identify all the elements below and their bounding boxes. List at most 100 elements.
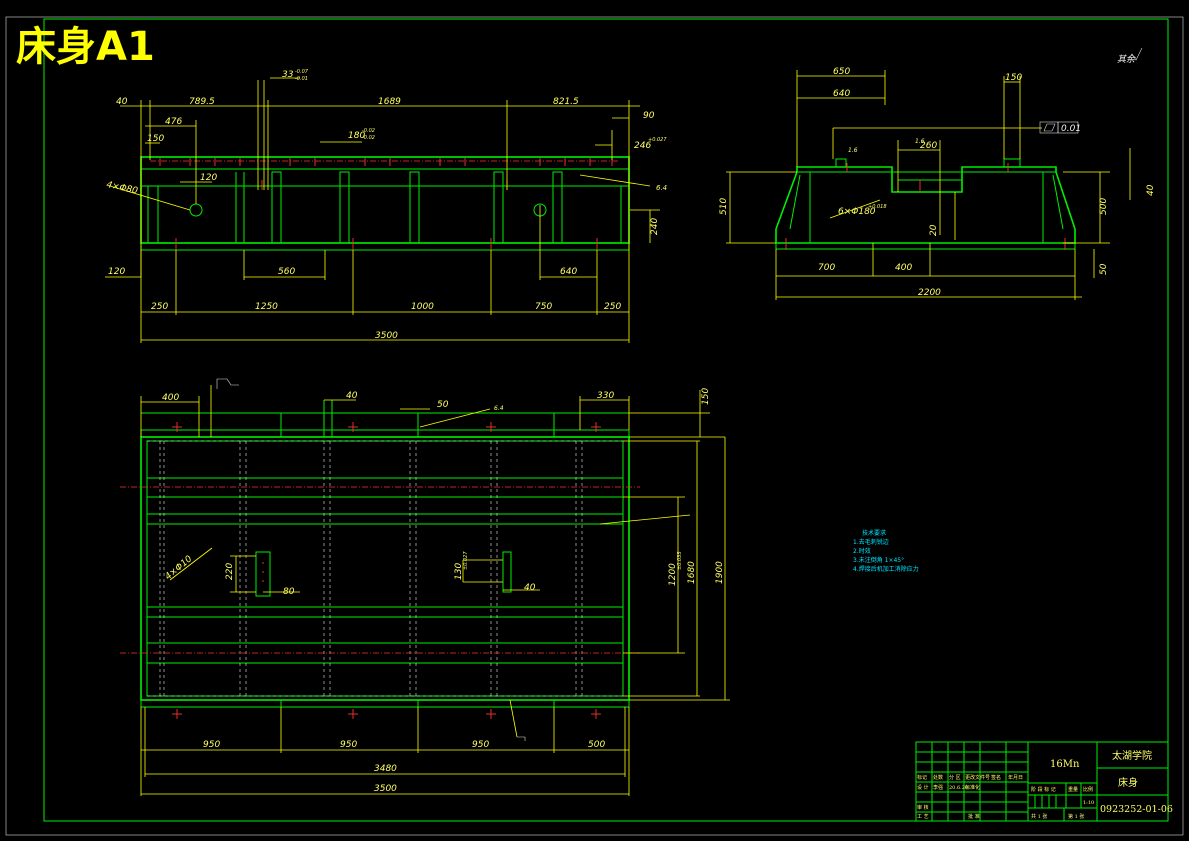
tech-item-1: 1.去毛刺锐边 xyxy=(853,538,889,546)
plan-dim-130: 130 xyxy=(454,563,464,580)
front-dim-150: 150 xyxy=(147,134,164,144)
drawing-number: 0923252-01-06 xyxy=(1100,804,1173,815)
side-dim-700: 700 xyxy=(818,263,835,273)
side-flatness: 0.01 xyxy=(1061,124,1081,134)
outer-border xyxy=(5,16,1184,836)
side-holes-tol: +0.018 xyxy=(868,204,887,210)
tb-r0-e: 签名 xyxy=(991,774,1001,781)
plan-dim-950b: 950 xyxy=(340,740,357,750)
tech-item-2: 2.时效 xyxy=(853,547,871,555)
side-dim-260: 260 xyxy=(920,141,937,151)
stage-label-1: 阶 段 标 记 xyxy=(1031,786,1056,793)
plan-dim-1200: 1200 xyxy=(668,563,678,586)
plan-holes: 4×Φ10 xyxy=(164,554,195,582)
front-dim-250a: 250 xyxy=(151,302,168,312)
tb-r0-c: 分 区 xyxy=(949,774,961,781)
side-dim-510: 510 xyxy=(719,198,729,215)
front-dim-90: 90 xyxy=(643,111,655,121)
inner-frame xyxy=(43,18,1169,822)
plan-view: 400 40 50 330 150 4×Φ10 220 80 130 ±0.02… xyxy=(120,378,730,796)
side-holes: 6×Φ180 xyxy=(838,207,876,217)
plan-dim-50: 50 xyxy=(437,400,449,410)
part-name: 床身 xyxy=(1118,776,1138,789)
front-dim-240: 240 xyxy=(650,218,660,235)
tb-r0-a: 标记 xyxy=(917,774,927,781)
front-dim-3500: 3500 xyxy=(375,331,398,341)
front-dim-1000: 1000 xyxy=(411,302,434,312)
side-dim-150: 150 xyxy=(1005,73,1022,83)
front-dim-789-5: 789.5 xyxy=(189,97,215,107)
plan-dim-330: 330 xyxy=(597,391,614,401)
plan-dim-150: 150 xyxy=(701,388,711,405)
side-rough-2: 1.6 xyxy=(915,138,925,145)
tb-r0-f: 年月日 xyxy=(1008,774,1023,781)
plan-dim-1680: 1680 xyxy=(687,561,697,584)
sheet-current: 第 1 张 xyxy=(1068,813,1084,820)
tb-r3-d: 批 准 xyxy=(968,813,980,820)
scale-value: 1:10 xyxy=(1083,800,1094,806)
front-dim-1250: 1250 xyxy=(255,302,278,312)
front-dim-640: 640 xyxy=(560,267,577,277)
tech-item-3: 3.未注倒角 1×45° xyxy=(853,556,904,564)
general-roughness-note: 其余 xyxy=(1117,47,1143,65)
side-dim-20: 20 xyxy=(929,224,939,236)
side-dim-40: 40 xyxy=(1146,184,1156,196)
stage-label-3: 比例 xyxy=(1083,786,1093,793)
front-dim-750: 750 xyxy=(535,302,552,312)
front-dim-33: 33 xyxy=(282,70,294,80)
sheet-label: 床身A1 xyxy=(16,24,155,70)
tech-heading: 技术要求 xyxy=(862,529,886,537)
school-name: 太湖学院 xyxy=(1112,749,1152,762)
tb-r1-a: 设 计 xyxy=(917,784,929,791)
tech-requirements: 技术要求 1.去毛刺锐边 2.时效 3.未注倒角 1×45° 4.焊接后机加工消… xyxy=(853,529,919,573)
front-rough: 6.4 xyxy=(656,184,667,192)
front-dim-180-tol-lo: -0.02 xyxy=(362,135,375,141)
plan-dim-1900: 1900 xyxy=(715,561,725,584)
front-dim-40: 40 xyxy=(116,97,128,107)
plan-dim-500: 500 xyxy=(588,740,605,750)
tb-r1-c: 20.6.20 xyxy=(949,785,968,791)
front-dim-560: 560 xyxy=(278,267,295,277)
plan-dim-3500: 3500 xyxy=(374,784,397,794)
front-dim-250b: 250 xyxy=(604,302,621,312)
side-dim-400: 400 xyxy=(895,263,912,273)
front-dim-hole: 4×Φ80 xyxy=(105,180,138,196)
front-dim-120a: 120 xyxy=(200,173,217,183)
plan-rough: 6.4 xyxy=(494,405,504,412)
plan-dim-1200-tol: ±0.035 xyxy=(677,551,683,570)
side-dim-2200: 2200 xyxy=(918,288,941,298)
front-dim-476: 476 xyxy=(165,117,182,127)
front-dim-33-tol-up: -0.07 xyxy=(295,69,309,75)
plan-dim-80: 80 xyxy=(283,587,295,597)
front-dim-1689: 1689 xyxy=(378,97,401,107)
plan-dim-950c: 950 xyxy=(472,740,489,750)
title-block: 16Mn 太湖学院 床身 0923252-01-06 阶 段 标 记 重量 比例… xyxy=(915,741,1173,822)
tb-r1-b: 李强 xyxy=(933,784,943,791)
tb-r3-a: 工 艺 xyxy=(917,814,929,820)
front-dim-33-tol-lo: -0.01 xyxy=(295,76,308,82)
side-rough-1: 1.6 xyxy=(848,147,858,154)
side-dim-650: 650 xyxy=(833,67,850,77)
front-dim-246-tol: +0.027 xyxy=(648,137,667,143)
plan-dim-220: 220 xyxy=(225,563,235,580)
plan-dim-40b: 40 xyxy=(524,583,536,593)
front-dim-180-tol-up: -0.02 xyxy=(362,128,375,134)
plan-dim-950a: 950 xyxy=(203,740,220,750)
tb-r0-b: 处数 xyxy=(933,774,943,781)
plan-dim-400: 400 xyxy=(162,393,179,403)
front-dim-246: 246 xyxy=(634,141,651,151)
side-dim-500: 500 xyxy=(1099,198,1109,215)
side-dim-50: 50 xyxy=(1099,263,1109,275)
tech-item-4: 4.焊接后机加工消除应力 xyxy=(853,565,919,573)
material: 16Mn xyxy=(1050,759,1080,770)
tb-r1-d: 标准化 xyxy=(965,784,980,791)
plan-dim-130-tol: ±0.027 xyxy=(463,551,469,570)
front-dim-821-5: 821.5 xyxy=(553,97,579,107)
front-dim-120b: 120 xyxy=(108,267,125,277)
side-view: 650 640 150 0.01 260 510 500 40 6×Φ180 +… xyxy=(719,67,1156,300)
svg-text:其余: 其余 xyxy=(1117,54,1136,65)
plan-dim-40: 40 xyxy=(346,391,358,401)
sheet-total: 共 1 张 xyxy=(1031,813,1047,820)
front-view: 40 789.5 1689 821.5 476 150 33 -0.07 -0.… xyxy=(105,69,667,343)
